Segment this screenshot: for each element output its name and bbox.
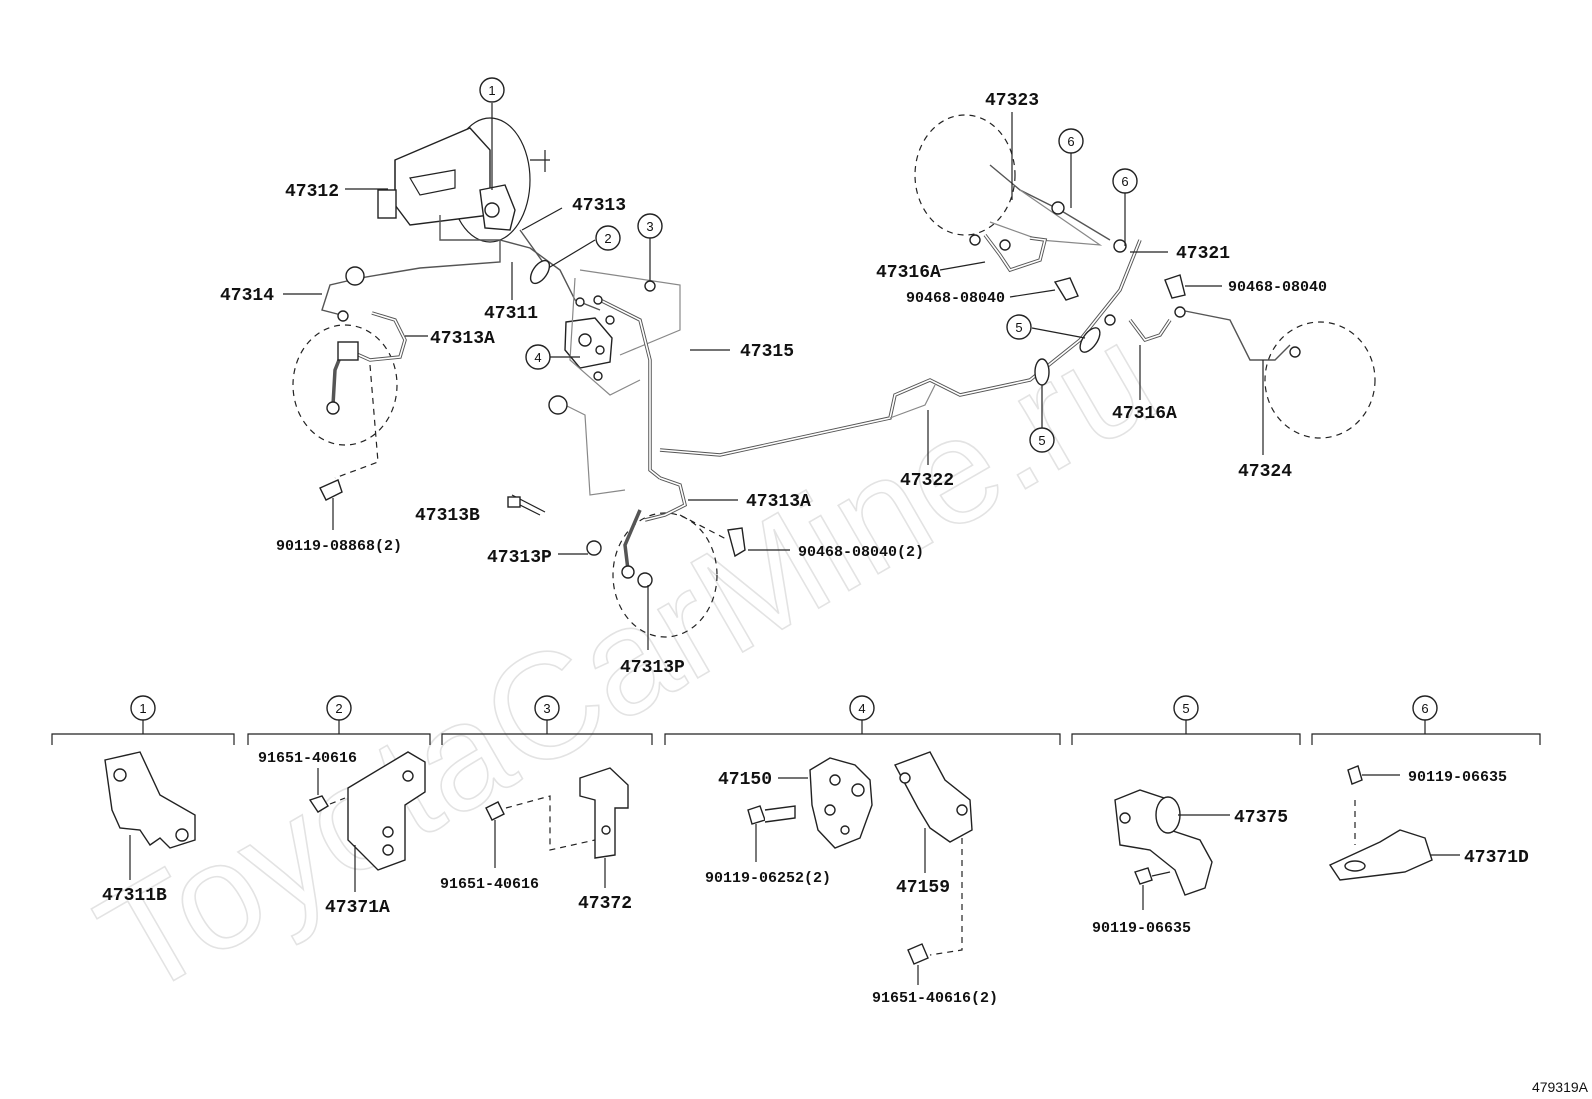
label-90119-06635-g5: 90119-06635 [1092,920,1191,937]
label-47311: 47311 [484,304,538,324]
callout-4-number: 4 [534,350,541,365]
label-47315: 47315 [740,342,794,362]
label-90468-08040-right: 90468-08040 [1228,279,1327,296]
label-90119-06635-g6: 90119-06635 [1408,769,1507,786]
label-47316A-right: 47316A [1112,404,1177,424]
callout-3-number: 3 [646,219,653,234]
label-47314: 47314 [220,286,274,306]
reference-code: 479319A [1532,1079,1589,1095]
clamp-47372 [579,767,629,859]
callout-5-upper-number: 5 [1015,320,1022,335]
group-4-callout [849,695,875,721]
group-3-number: 3 [543,701,550,716]
label-47371A: 47371A [325,898,390,918]
label-91651-40616-g3: 91651-40616 [440,876,539,893]
rear-right-brake-assembly [1034,274,1376,439]
callout-6-left [1058,128,1084,154]
label-47322: 47322 [900,471,954,491]
group-6: 6 90119-06635 47371D [1328,695,1529,881]
group-6-callout [1412,695,1438,721]
callout-1 [479,77,505,103]
label-47321: 47321 [1176,244,1230,264]
group-5: 5 47375 90119-06635 [1092,695,1288,937]
label-91651-40616-g4: 91651-40616(2) [872,990,998,1007]
label-47313A-top: 47313A [430,329,495,349]
bracket-47371A [347,751,426,871]
group-4: 4 47150 90119-06252(2) 47159 91651-40616… [705,695,998,1007]
group-1: 1 47311B [102,695,196,906]
callout-2 [595,225,621,251]
label-47313A-mid: 47313A [746,492,811,512]
label-47372: 47372 [578,894,632,914]
label-47312: 47312 [285,182,339,202]
callout-4 [525,344,551,370]
top-callouts: 1 2 3 4 5 5 6 6 [479,77,1138,453]
top-part-labels: 47312 47313 47314 47311 47313A 47315 473… [220,91,1327,678]
callout-2-number: 2 [604,231,611,246]
label-47313B: 47313B [415,506,480,526]
label-47313P-low: 47313P [620,658,685,678]
callout-5-lower [1029,427,1055,453]
group-2: 2 91651-40616 47371A [258,695,426,918]
front-left-hose-assembly [292,266,407,501]
label-90119-08868: 90119-08868(2) [276,538,402,555]
label-47159: 47159 [896,878,950,898]
rear-brake-tube [659,239,1142,457]
callout-3 [637,213,663,239]
brake-booster-master-cylinder [377,117,550,243]
group-2-callout [326,695,352,721]
label-47150: 47150 [718,770,772,790]
front-right-hose-assembly [507,395,746,638]
group-3-callout [534,695,560,721]
callout-6-right [1112,168,1138,194]
callout-6-left-number: 6 [1067,134,1074,149]
label-47375: 47375 [1234,808,1288,828]
group-brackets [51,720,1541,745]
callout-5-lower-number: 5 [1038,433,1045,448]
label-90119-06252: 90119-06252(2) [705,870,831,887]
proportioning-valve [564,277,641,396]
label-90468-08040-2: 90468-08040(2) [798,544,924,561]
group-2-number: 2 [335,701,342,716]
group-1-number: 1 [139,701,146,716]
group-3: 3 91651-40616 47372 [440,695,632,914]
bracket-47159 [894,751,973,843]
label-47313P-mid: 47313P [487,548,552,568]
label-90468-08040-left: 90468-08040 [906,290,1005,307]
label-47324: 47324 [1238,462,1292,482]
rear-left-brake-assembly [914,114,1127,301]
label-91651-40616-g2: 91651-40616 [258,750,357,767]
group-6-number: 6 [1421,701,1428,716]
group-5-callout [1173,695,1199,721]
label-47323: 47323 [985,91,1039,111]
callout-5-upper [1006,314,1032,340]
callout-6-right-number: 6 [1121,174,1128,189]
group-5-number: 5 [1182,701,1189,716]
label-47311B: 47311B [102,886,167,906]
group-4-number: 4 [858,701,865,716]
group-1-callout [130,695,156,721]
front-brake-tubes [321,215,681,496]
callout-1-number: 1 [488,83,495,98]
label-47371D: 47371D [1464,848,1529,868]
bracket-47311B [104,751,196,849]
valve-47150 [809,757,873,849]
label-47313: 47313 [572,196,626,216]
label-47316A-left: 47316A [876,263,941,283]
clamp-47371D [1328,829,1433,881]
